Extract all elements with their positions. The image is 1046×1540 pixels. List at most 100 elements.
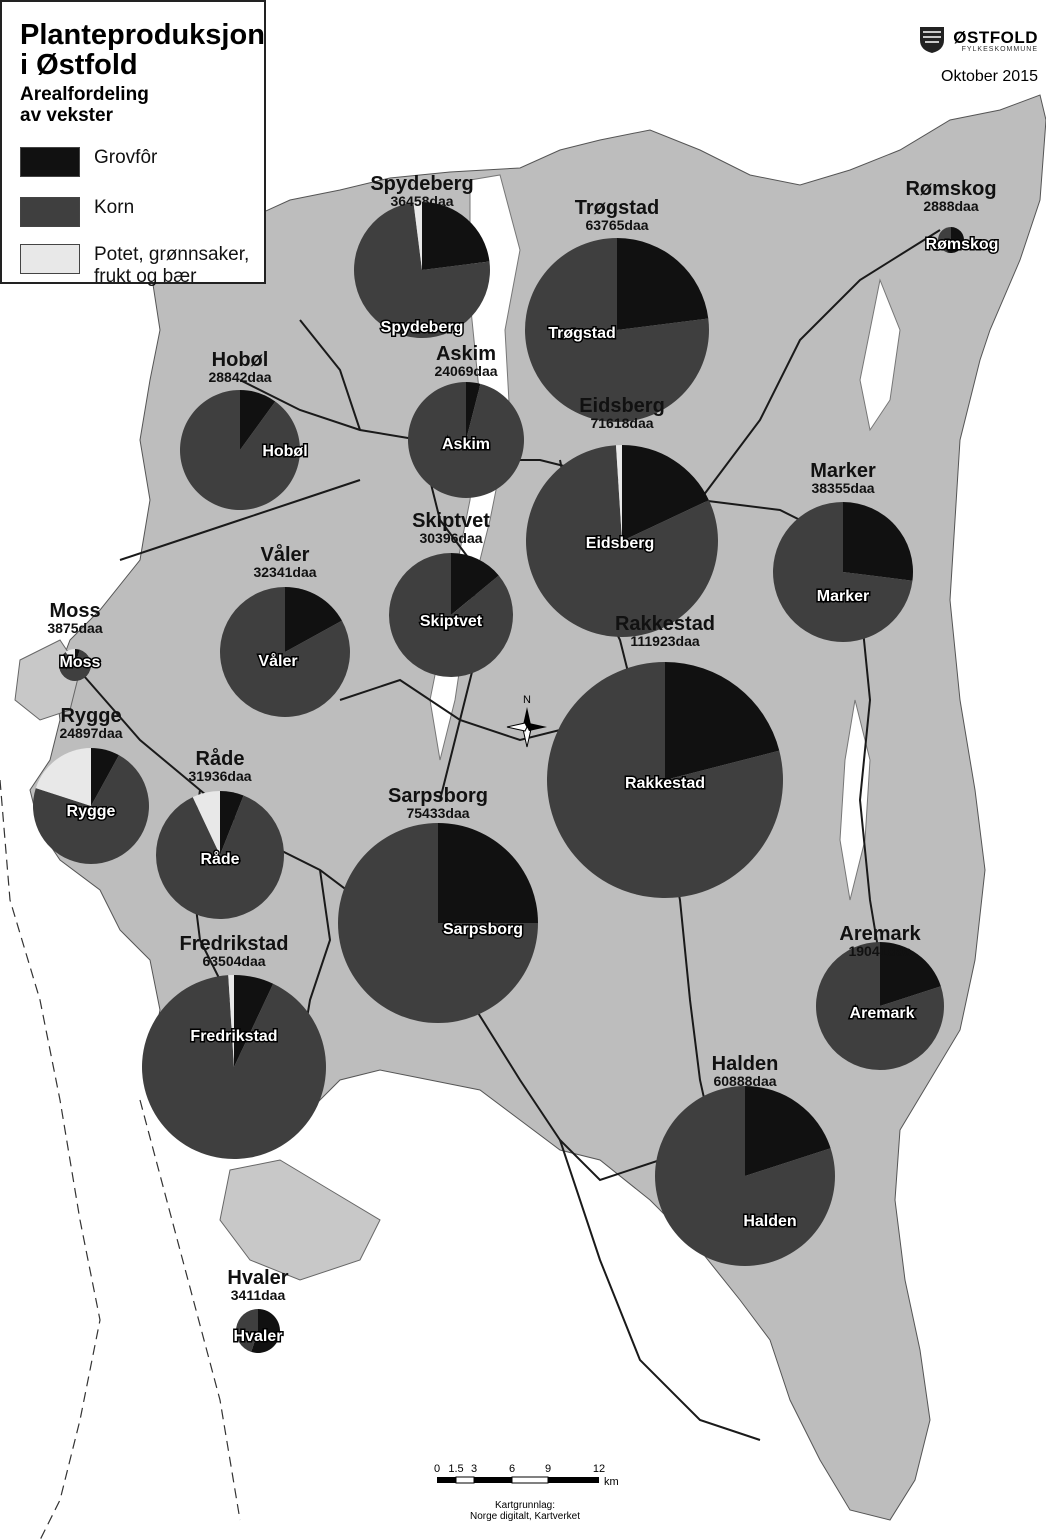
municipality-name-aremark: Aremark bbox=[839, 923, 921, 945]
pie-marker bbox=[773, 502, 914, 642]
legend-label-potet-line1: Potet, grønnsaker, bbox=[94, 244, 250, 265]
legend-subtitle-line1: Arealfordeling bbox=[20, 84, 149, 105]
pie-slice-v-ler-grovfor bbox=[285, 587, 342, 652]
brand-sub: FYLKESKOMMUNE bbox=[961, 45, 1038, 53]
pie-slice-halden-korn bbox=[654, 1086, 835, 1267]
sea-border-dashed bbox=[139, 1099, 241, 1521]
brand-name: ØSTFOLD bbox=[953, 27, 1038, 47]
pie-label-spydeberg: Spydeberg bbox=[381, 319, 464, 336]
legend-label-potet-line2: frukt og bær bbox=[94, 266, 197, 287]
pie-slice-sarpsborg-grovfor bbox=[438, 823, 538, 923]
pie-askim bbox=[407, 382, 524, 498]
map-legend: Planteproduksjon i Østfold Arealfordelin… bbox=[0, 0, 266, 287]
pie-slice-askim-korn bbox=[407, 382, 524, 498]
pie-slice-rygge-grovfor bbox=[91, 748, 119, 806]
pie-label-hob-l: Hobøl bbox=[262, 443, 307, 460]
legend-label-korn: Korn bbox=[94, 197, 135, 218]
pie-label-eidsberg: Eidsberg bbox=[586, 535, 654, 552]
pie-slice-hvaler-grovfor bbox=[251, 1309, 280, 1353]
pie-label-fredrikstad: Fredrikstad bbox=[190, 1028, 277, 1045]
scale-unit: km bbox=[604, 1476, 619, 1488]
municipality-name-r-de: Råde bbox=[196, 747, 245, 770]
legend-subtitle-line2: av vekster bbox=[20, 105, 113, 126]
pie-slice-spydeberg-potet bbox=[413, 202, 422, 270]
municipality-area-v-ler: 32341daa bbox=[253, 564, 316, 580]
pie-slice-fredrikstad-potet bbox=[228, 975, 234, 1067]
pie-slice-rakkestad-grovfor bbox=[665, 662, 780, 780]
scale-bar: 0 1.5 3 6 9 12 km bbox=[434, 1463, 619, 1488]
pie-slice-eidsberg-potet bbox=[615, 445, 622, 541]
pie-tr-gstad bbox=[525, 238, 709, 422]
pie-slice-hob-l-korn bbox=[180, 390, 301, 510]
pie-slice-marker-korn bbox=[773, 502, 913, 642]
legend-label-potet: Potet, grønnsaker, frukt og bær bbox=[94, 244, 249, 288]
grovfor-swatch bbox=[20, 147, 80, 177]
municipality-area-spydeberg: 36458daa bbox=[390, 193, 453, 209]
pie-slice-eidsberg-korn bbox=[526, 445, 718, 637]
pie-fredrikstad bbox=[142, 975, 326, 1159]
pie-slice-halden-grovfor bbox=[745, 1086, 831, 1176]
pie-slice-tr-gstad-grovfor bbox=[617, 238, 709, 330]
scale-tick-5: 12 bbox=[593, 1463, 605, 1475]
pie-slice-eidsberg-grovfor bbox=[622, 445, 709, 541]
municipality-area-halden: 60888daa bbox=[713, 1073, 776, 1089]
municipality-area-marker: 38355daa bbox=[811, 480, 874, 496]
pie-slice-askim-grovfor bbox=[466, 382, 481, 440]
pie-label-halden: Halden bbox=[743, 1213, 796, 1230]
pie-label-r-de: Råde bbox=[200, 850, 239, 868]
pie-label-v-ler: Våler bbox=[258, 652, 297, 670]
scale-tick-2: 3 bbox=[471, 1463, 477, 1475]
scale-tick-0: 0 bbox=[434, 1463, 440, 1475]
pie-slice-marker-grovfor bbox=[843, 502, 914, 581]
municipality-name-marker: Marker bbox=[810, 460, 876, 482]
scale-tick-1: 1.5 bbox=[448, 1463, 463, 1475]
municipality-area-hob-l: 28842daa bbox=[208, 369, 271, 385]
pie-label-aremark: Aremark bbox=[850, 1005, 915, 1022]
municipality-name-halden: Halden bbox=[712, 1053, 779, 1075]
pie-slice-sarpsborg-korn bbox=[338, 823, 538, 1023]
pie-halden bbox=[654, 1086, 835, 1267]
municipality-area-r-mskog: 2888daa bbox=[923, 198, 978, 214]
pie-slice-tr-gstad-korn bbox=[525, 238, 709, 422]
municipality-name-eidsberg: Eidsberg bbox=[579, 395, 665, 417]
lake-aremarksjoen bbox=[839, 699, 871, 901]
pie-spydeberg bbox=[354, 202, 490, 338]
pie-label-askim: Askim bbox=[442, 436, 490, 453]
pie-slice-rakkestad-korn bbox=[546, 662, 783, 898]
pie-aremark bbox=[816, 942, 944, 1070]
municipality-area-r-de: 31936daa bbox=[188, 768, 251, 784]
pie-rygge bbox=[33, 748, 149, 865]
pie-slice-spydeberg-korn bbox=[354, 202, 490, 338]
north-arrow-icon: N bbox=[506, 694, 547, 748]
map-date: Oktober 2015 bbox=[941, 68, 1038, 85]
pie-slice-rygge-korn bbox=[33, 755, 149, 865]
municipality-name-hvaler: Hvaler bbox=[227, 1267, 288, 1289]
map-credit: Kartgrunnlag: Norge digitalt, Kartverket bbox=[420, 1500, 630, 1522]
pie-label-skiptvet: Skiptvet bbox=[420, 613, 483, 630]
municipality-area-sarpsborg: 75433daa bbox=[406, 805, 469, 821]
pie-slice-r-de-grovfor bbox=[220, 791, 244, 855]
hvaler-islands bbox=[219, 1159, 381, 1281]
municipality-name-rygge: Rygge bbox=[60, 705, 121, 727]
pie-label-rygge: Rygge bbox=[67, 803, 116, 820]
legend-item-korn: Korn bbox=[20, 197, 134, 227]
legend-title-line2: i Østfold bbox=[20, 49, 138, 81]
korn-swatch bbox=[20, 197, 80, 227]
pie-slice-rygge-potet bbox=[35, 748, 91, 806]
legend-title-line1: Planteproduksjon bbox=[20, 19, 265, 51]
pie-slice-r-de-korn bbox=[155, 795, 284, 920]
municipality-area-fredrikstad: 63504daa bbox=[202, 953, 265, 969]
brand-block: ØSTFOLD FYLKESKOMMUNE Oktober 2015 bbox=[919, 26, 1038, 86]
scale-tick-3: 6 bbox=[509, 1463, 515, 1475]
municipality-name-moss: Moss bbox=[49, 600, 100, 622]
scale-tick-4: 9 bbox=[545, 1463, 551, 1475]
pie-eidsberg bbox=[526, 445, 718, 637]
pie-slice-r-mskog-korn bbox=[938, 227, 951, 253]
lake-rodenes bbox=[859, 278, 901, 432]
municipality-area-moss: 3875daa bbox=[47, 620, 102, 636]
municipality-area-rakkestad: 111923daa bbox=[630, 633, 700, 649]
pie-sarpsborg bbox=[338, 823, 538, 1023]
municipality-name-hob-l: Hobøl bbox=[212, 349, 269, 371]
pie-label-sarpsborg: Sarpsborg bbox=[443, 921, 523, 938]
municipality-name-r-mskog: Rømskog bbox=[905, 178, 996, 200]
